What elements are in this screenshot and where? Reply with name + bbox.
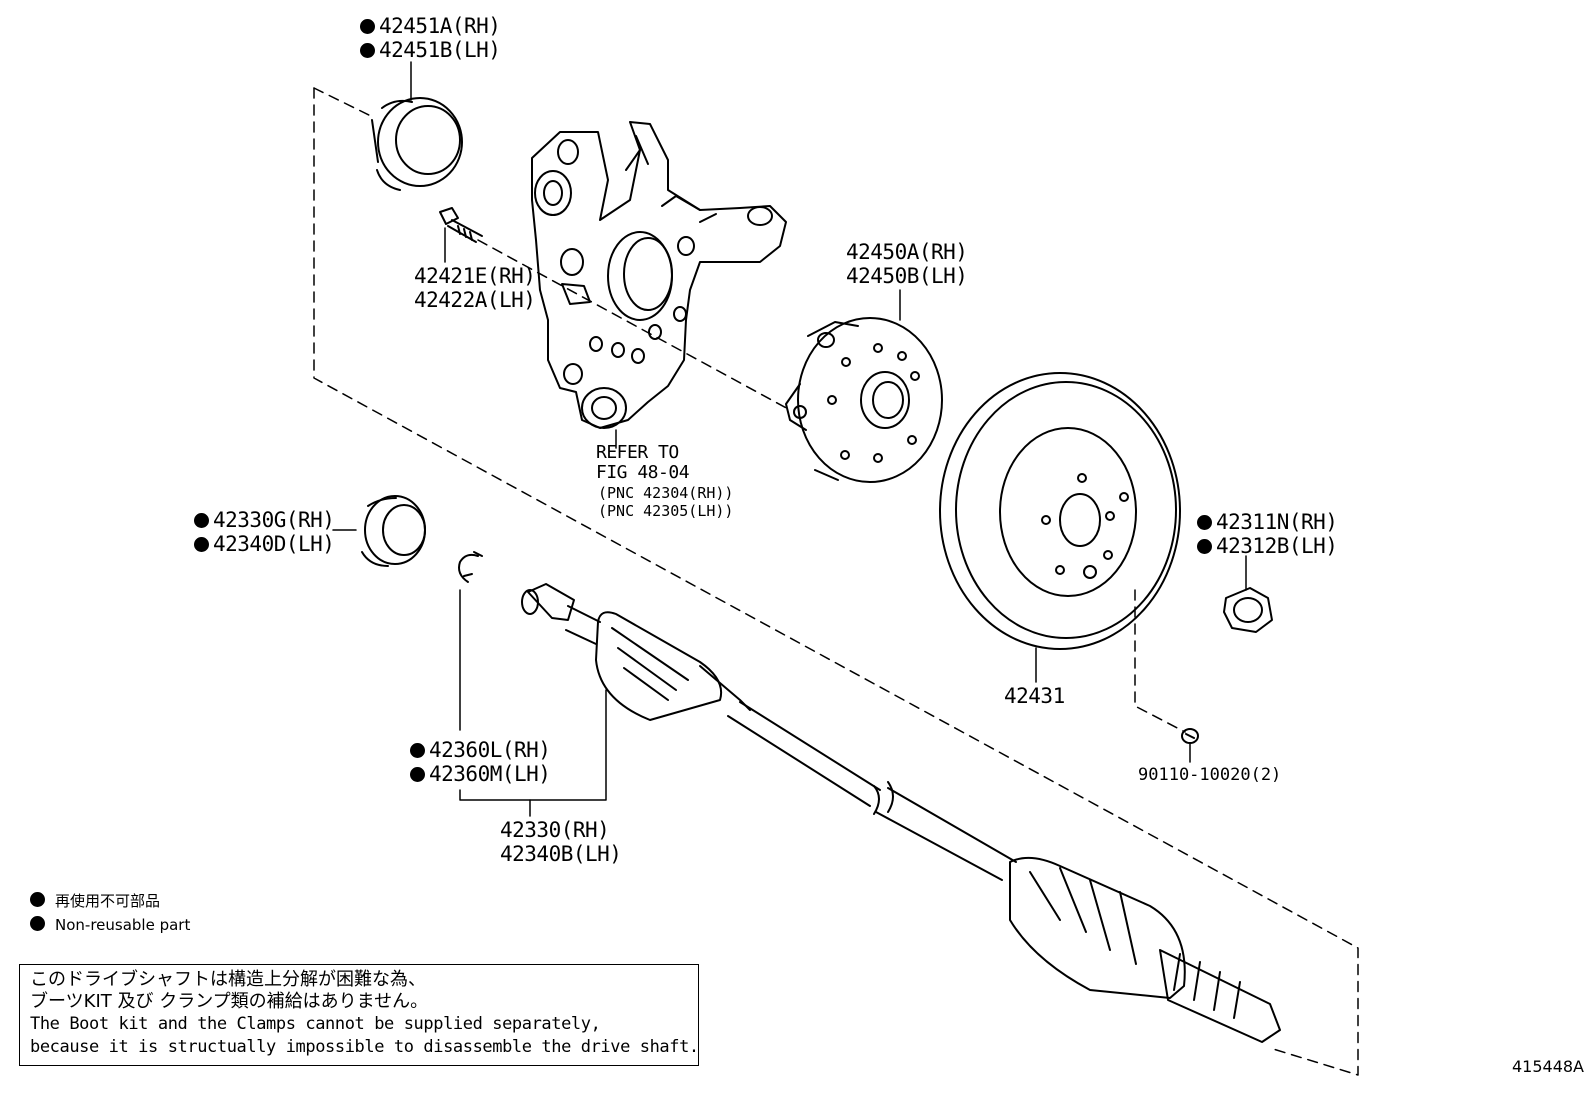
part-label-hub-nut: 42311N(RH) 42312B(LH) [1197,510,1338,558]
note-en-line-1: The Boot kit and the Clamps cannot be su… [30,1014,601,1034]
hub-nut-part [1223,587,1273,633]
part-label-brake-rotor: 42431 [1004,684,1065,708]
snap-ring-part [458,551,483,583]
filled-circle-icon [410,767,425,782]
supply-note-box: このドライブシャフトは構造上分解が困難な為、 ブーツKIT 及び クランプ類の補… [19,964,699,1066]
filled-circle-icon [360,43,375,58]
filled-circle-icon [360,19,375,34]
legend-non-reusable-en: Non-reusable part [30,914,190,936]
knuckle-bolt-part [439,207,483,243]
filled-circle-icon [1197,515,1212,530]
steering-knuckle-part [531,121,787,429]
legend-non-reusable-jp: 再使用不可部品 [30,890,160,912]
part-label-snap-ring: 42360L(RH) 42360M(LH) [410,738,551,786]
filled-circle-icon [194,513,209,528]
note-jp-line-1: このドライブシャフトは構造上分解が困難な為、 [30,969,426,990]
refer-to-figure-label: REFER TO FIG 48-04 [596,442,690,483]
part-label-drive-shaft: 42330(RH) 42340B(LH) [500,818,622,866]
rotor-screw-part [1181,728,1199,744]
refer-pnc-label: (PNC 42304(RH)) (PNC 42305(LH)) [598,484,734,520]
inner-seal-part [361,495,426,567]
filled-circle-icon [30,916,45,931]
filled-circle-icon [194,537,209,552]
part-label-rotor-screw: 90110-10020(2) [1138,765,1282,785]
part-label-bolt: 42421E(RH) 42422A(LH) [414,264,536,312]
part-label-hub-bearing: 42450A(RH) 42450B(LH) [846,240,968,288]
filled-circle-icon [30,892,45,907]
assembly-axis-dashed-line [477,239,1186,733]
note-jp-line-2: ブーツKIT 及び クランプ類の補給はありません。 [30,991,429,1012]
filled-circle-icon [410,743,425,758]
hub-bearing-part [785,317,943,483]
part-label-inner-seal: 42330G(RH) 42340D(LH) [194,508,335,556]
figure-id: 415448A [1511,1057,1584,1076]
drive-shaft-part [521,583,1281,1043]
filled-circle-icon [1197,539,1212,554]
upper-bearing-seal-part [371,97,463,191]
brake-rotor-part [939,372,1181,650]
assembly-dashed-frame [313,87,1359,1076]
part-label-oil-seal-upper: 42451A(RH) 42451B(LH) [360,14,501,62]
leader-line [459,689,607,801]
note-en-line-2: because it is structually impossible to … [30,1037,699,1057]
